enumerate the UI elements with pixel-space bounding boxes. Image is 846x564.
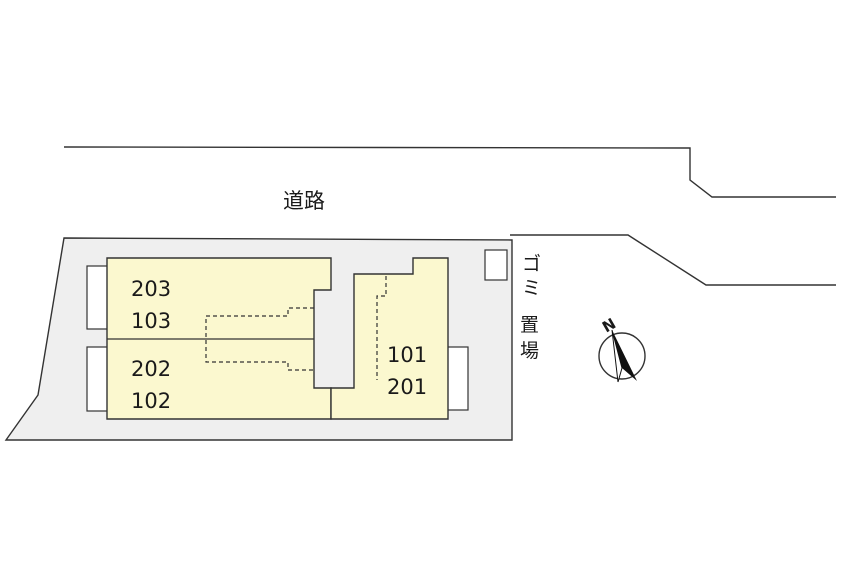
garbage-label-char-2: ミ <box>522 277 541 299</box>
balcony-west-lower <box>86 346 109 412</box>
unit-label-202: 202 <box>131 357 171 381</box>
stair-dashed-east <box>376 276 387 380</box>
unit-label-103: 103 <box>131 309 171 333</box>
unit-label-102: 102 <box>131 389 171 413</box>
unit-label-203: 203 <box>131 277 171 301</box>
garbage-label-char-1: ゴ <box>522 253 541 275</box>
garbage-label-char-3: 置 <box>520 314 539 336</box>
building-east <box>330 257 449 420</box>
balcony-west-upper <box>86 265 109 330</box>
unit-label-201: 201 <box>387 375 427 399</box>
balcony-east <box>446 346 469 411</box>
compass-label: N <box>599 314 619 336</box>
road-label: 道路 <box>283 189 325 213</box>
road-south-edge <box>510 234 836 286</box>
unit-label-101: 101 <box>387 343 427 367</box>
garbage-area <box>484 249 508 281</box>
road-north-edge <box>63 146 836 198</box>
garbage-label-char-4: 場 <box>520 340 539 362</box>
compass-north-icon <box>598 329 646 383</box>
